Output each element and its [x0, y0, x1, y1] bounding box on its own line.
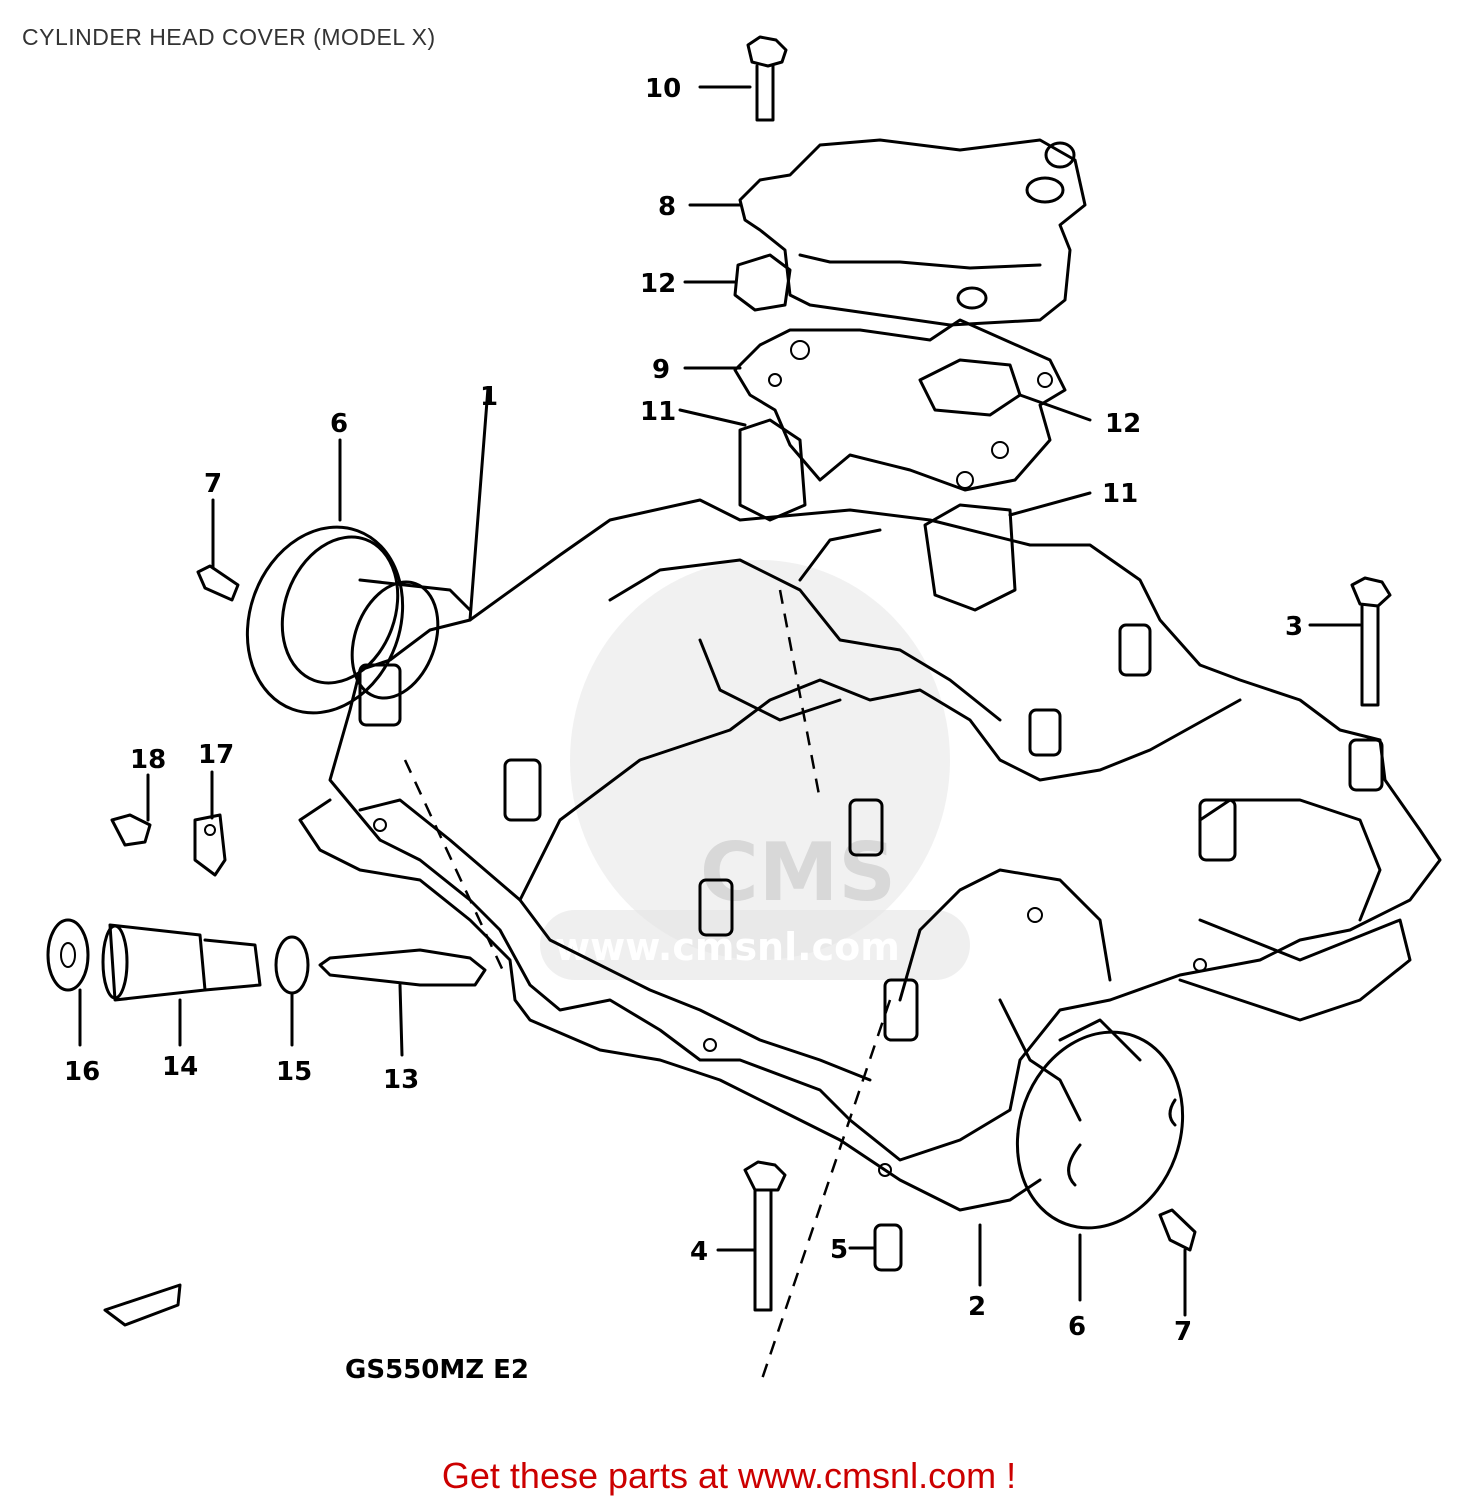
callout-labels: 10 8 12 9 11 1 12 11 6 7 3 18 17 16 14 1… — [64, 74, 1303, 1385]
callout-3: 3 — [1285, 612, 1303, 642]
front-arrow-icon — [103, 1283, 182, 1327]
callout-9: 9 — [652, 355, 670, 385]
callout-16: 16 — [64, 1057, 100, 1087]
callout-8: 8 — [658, 192, 676, 222]
leader-lines — [78, 85, 1362, 1317]
filter-11-part — [738, 418, 1017, 612]
callout-5: 5 — [830, 1235, 848, 1265]
callout-14: 14 — [162, 1052, 198, 1082]
screw-7-right-part — [1158, 1208, 1197, 1252]
callout-7-left: 7 — [204, 469, 222, 499]
callout-15: 15 — [276, 1057, 312, 1087]
bolt-3-part — [1350, 576, 1392, 707]
gasket-part — [298, 798, 1412, 1212]
callout-1: 1 — [480, 382, 498, 412]
callout-11-left: 11 — [640, 397, 676, 427]
model-code: GS550MZ E2 — [345, 1355, 529, 1385]
callout-12-right: 12 — [1105, 409, 1141, 439]
watermark-text: CMS — [700, 826, 896, 919]
dowel-5-part — [873, 1223, 903, 1272]
tachometer-parts — [46, 813, 487, 1002]
callout-11-right: 11 — [1102, 479, 1138, 509]
end-cap-right-part — [1015, 1018, 1185, 1230]
callout-12-top: 12 — [640, 269, 676, 299]
footer-link-text[interactable]: Get these parts at www.cmsnl.com ! — [441, 1455, 1017, 1496]
plate-9-part — [733, 318, 1067, 492]
screw-7-left-part — [196, 564, 240, 602]
callout-4: 4 — [690, 1237, 708, 1267]
bolt-4-part — [743, 1160, 787, 1312]
callout-17: 17 — [198, 740, 234, 770]
callout-2: 2 — [968, 1292, 986, 1322]
callout-10: 10 — [645, 74, 681, 104]
callout-7-right: 7 — [1174, 1317, 1192, 1347]
cylinder-head-cover-part — [328, 498, 1442, 1162]
page-title: CYLINDER HEAD COVER (MODEL X) — [22, 24, 436, 50]
callout-18: 18 — [130, 745, 166, 775]
watermark-logo: CMS www.cmsnl.com — [540, 560, 970, 980]
callout-6-right: 6 — [1068, 1312, 1086, 1342]
bolt-10-part — [746, 35, 788, 122]
watermark-url: www.cmsnl.com — [555, 925, 900, 969]
end-cap-left-part — [245, 525, 472, 715]
callout-13: 13 — [383, 1065, 419, 1095]
callout-6-left: 6 — [330, 409, 348, 439]
breather-cover-part — [738, 138, 1087, 327]
